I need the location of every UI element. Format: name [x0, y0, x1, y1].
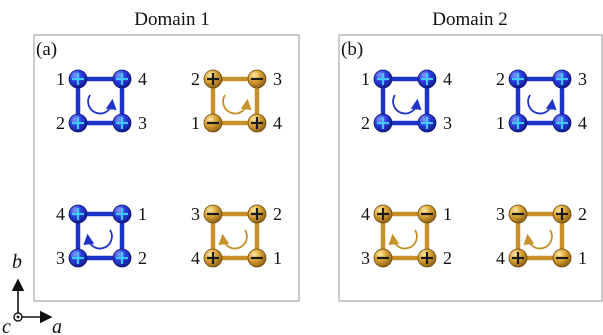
atom [508, 69, 528, 89]
site-number-label: 3 [273, 69, 282, 89]
site-number-label: 4 [496, 248, 505, 268]
site-number-label: 1 [496, 113, 505, 133]
plaquette-b-br: 3 2 1 4 [496, 204, 587, 268]
site-number-label: 3 [191, 204, 200, 224]
site-number-label: 1 [578, 248, 587, 268]
site-number-label: 2 [191, 69, 200, 89]
atom [68, 69, 88, 89]
c-axis-label: c [2, 316, 11, 335]
site-number-label: 1 [443, 204, 452, 224]
site-number-label: 2 [361, 113, 370, 133]
circulation-arrow-anticlockwise [388, 229, 418, 250]
site-number-label: 1 [191, 113, 200, 133]
atom [68, 113, 88, 133]
plaquette-b-tr: 2 3 4 1 [496, 69, 587, 133]
circulation-arrow-anticlockwise [83, 229, 113, 250]
atom [552, 248, 572, 268]
site-number-label: 4 [56, 204, 65, 224]
site-number-label: 4 [273, 113, 282, 133]
panel-a-frame [33, 34, 300, 302]
atom [112, 69, 132, 89]
site-number-label: 3 [578, 69, 587, 89]
c-axis-dot [16, 315, 20, 319]
atom [112, 204, 132, 224]
atom [417, 248, 437, 268]
site-number-label: 4 [361, 204, 370, 224]
atom [68, 204, 88, 224]
circulation-arrow-clockwise [87, 94, 117, 115]
plaquette-a-bl: 4 1 2 3 [56, 204, 147, 268]
circulation-arrow-clockwise [392, 94, 422, 115]
atom [552, 69, 572, 89]
site-number-label: 3 [496, 204, 505, 224]
plaquettes-layer: 1 4 3 2 2 3 4 1 4 1 2 3 3 2 1 4 1 4 3 2 2 3 4 1 4 1 2 3 3 2 1 4 [56, 69, 587, 268]
atom [373, 113, 393, 133]
plaquette-b-bl: 4 1 2 3 [361, 204, 452, 268]
site-number-label: 2 [56, 113, 65, 133]
atom [112, 248, 132, 268]
atom [417, 69, 437, 89]
circulation-arrow-anticlockwise [523, 229, 553, 250]
plaquette-b-tl: 1 4 3 2 [361, 69, 452, 133]
atom [417, 204, 437, 224]
atom [203, 248, 223, 268]
b-axis-label: b [12, 251, 22, 273]
atom [508, 113, 528, 133]
atom [552, 204, 572, 224]
panel-b-frame [338, 34, 603, 302]
plaquette-a-tr: 2 3 4 1 [191, 69, 282, 133]
atom [203, 113, 223, 133]
atom [373, 248, 393, 268]
atom [417, 113, 437, 133]
a-axis-label: a [52, 316, 62, 335]
atom [203, 69, 223, 89]
site-number-label: 1 [361, 69, 370, 89]
site-number-label: 2 [578, 204, 587, 224]
atom [508, 248, 528, 268]
panel-a-label: (a) [36, 39, 57, 60]
site-number-label: 3 [361, 248, 370, 268]
atom [373, 204, 393, 224]
site-number-label: 4 [578, 113, 587, 133]
domain1-title: Domain 1 [134, 9, 209, 30]
site-number-label: 4 [138, 69, 147, 89]
site-number-label: 2 [443, 248, 452, 268]
atom [247, 113, 267, 133]
atom [552, 113, 572, 133]
site-number-label: 1 [138, 204, 147, 224]
site-number-label: 3 [56, 248, 65, 268]
circulation-arrow-clockwise [222, 94, 252, 115]
atom [112, 113, 132, 133]
circulation-arrow-anticlockwise [218, 229, 248, 250]
site-number-label: 1 [273, 248, 282, 268]
atom [203, 204, 223, 224]
atom [247, 248, 267, 268]
domain2-title: Domain 2 [432, 9, 507, 30]
site-number-label: 2 [273, 204, 282, 224]
plaquette-a-br: 3 2 1 4 [191, 204, 282, 268]
plaquette-a-tl: 1 4 3 2 [56, 69, 147, 133]
atom [247, 69, 267, 89]
atom [247, 204, 267, 224]
site-number-label: 1 [56, 69, 65, 89]
site-number-label: 3 [443, 113, 452, 133]
axes-indicator: b a c [2, 251, 62, 335]
panel-b-label: (b) [341, 39, 363, 60]
site-number-label: 2 [496, 69, 505, 89]
atom [508, 204, 528, 224]
atom [373, 69, 393, 89]
atom [68, 248, 88, 268]
circulation-arrow-clockwise [527, 94, 557, 115]
site-number-label: 4 [191, 248, 200, 268]
site-number-label: 4 [443, 69, 452, 89]
site-number-label: 2 [138, 248, 147, 268]
site-number-label: 3 [138, 113, 147, 133]
